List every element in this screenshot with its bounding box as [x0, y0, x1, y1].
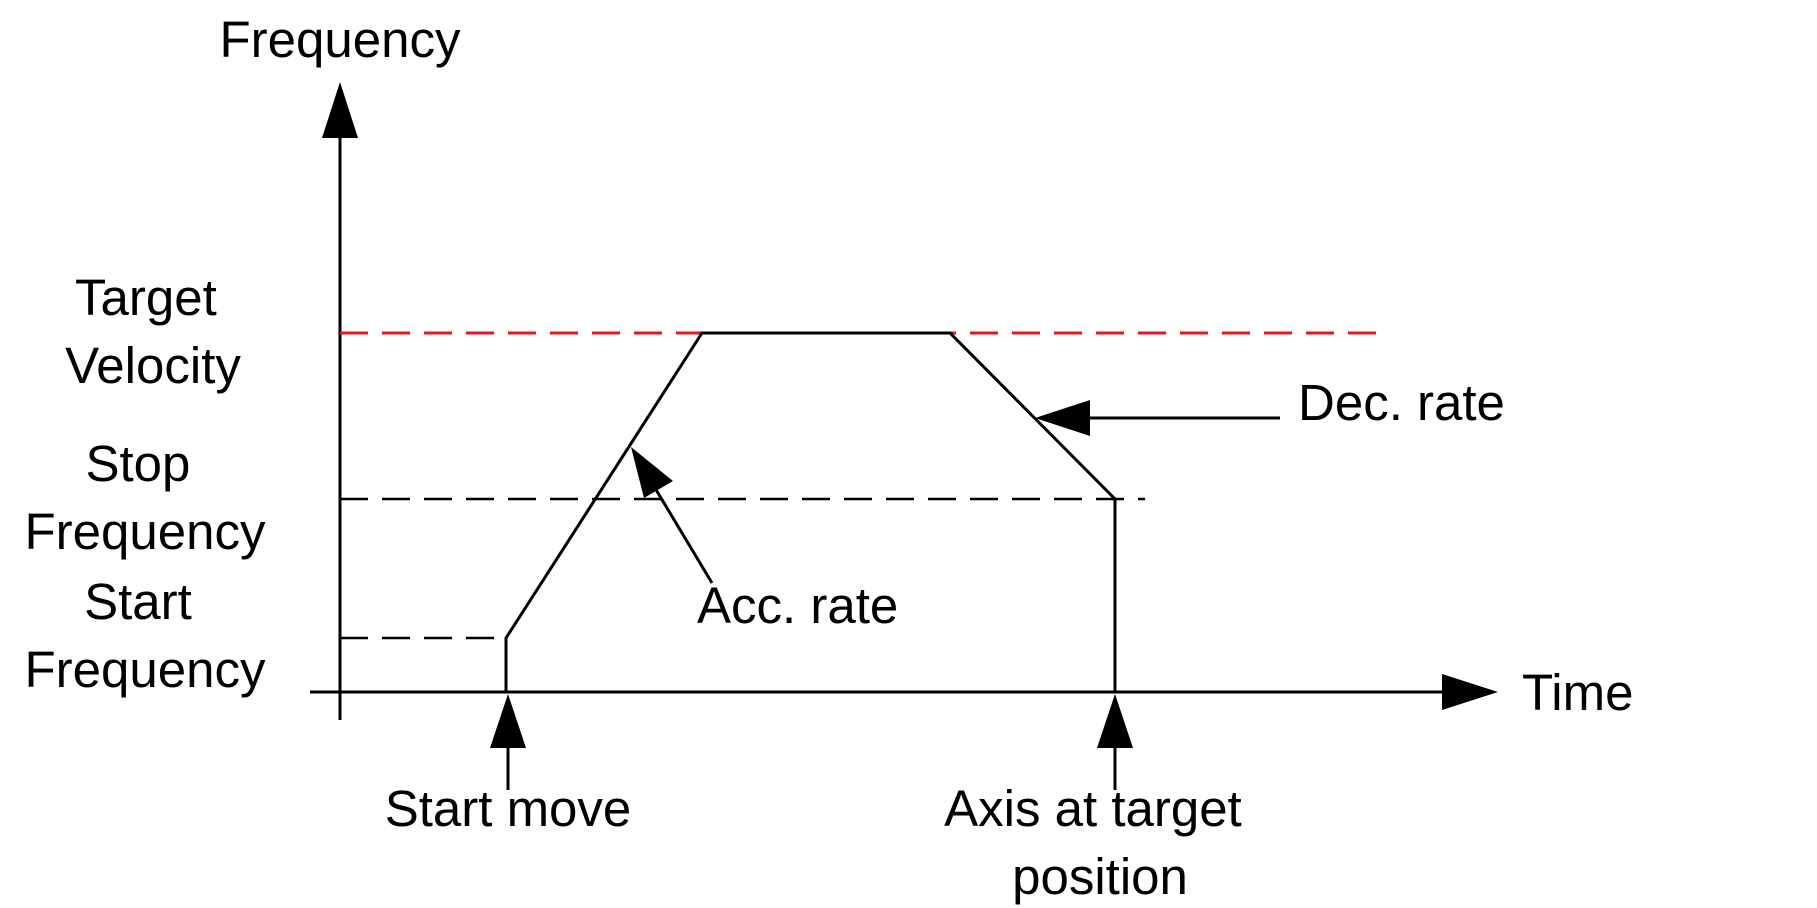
x-axis-arrowhead	[1442, 674, 1498, 710]
velocity-profile-trapezoid	[504, 331, 1117, 692]
start-frequency-label-line2: Frequency	[25, 641, 266, 698]
stop-frequency-label: Stop Frequency	[25, 435, 266, 560]
acc-rate-arrowhead	[631, 447, 673, 498]
x-axis-label: Time	[1522, 664, 1633, 721]
dec-rate-label: Dec. rate	[1298, 374, 1505, 431]
target-velocity-label-line1: Target	[75, 269, 217, 326]
acc-rate-label: Acc. rate	[697, 577, 898, 634]
stop-frequency-label-line1: Stop	[85, 435, 190, 492]
axis-at-target-label: Axis at target position	[944, 780, 1256, 905]
target-velocity-label: Target Velocity	[65, 269, 241, 394]
start-move-label: Start move	[385, 780, 632, 837]
axis-at-target-label-line2: position	[1012, 848, 1188, 905]
acc-rate-pointer-line	[650, 482, 714, 584]
start-move-arrowhead	[490, 694, 526, 748]
start-frequency-label: Start Frequency	[25, 573, 266, 698]
target-velocity-label-line2: Velocity	[65, 337, 241, 394]
stop-frequency-label-line2: Frequency	[25, 503, 266, 560]
y-axis-arrowhead	[322, 82, 358, 138]
y-axis-label: Frequency	[220, 11, 461, 68]
axis-at-target-label-line1: Axis at target	[944, 780, 1242, 837]
target-position-arrowhead	[1097, 694, 1133, 748]
dec-rate-arrowhead	[1035, 400, 1090, 436]
start-frequency-label-line1: Start	[84, 573, 192, 630]
